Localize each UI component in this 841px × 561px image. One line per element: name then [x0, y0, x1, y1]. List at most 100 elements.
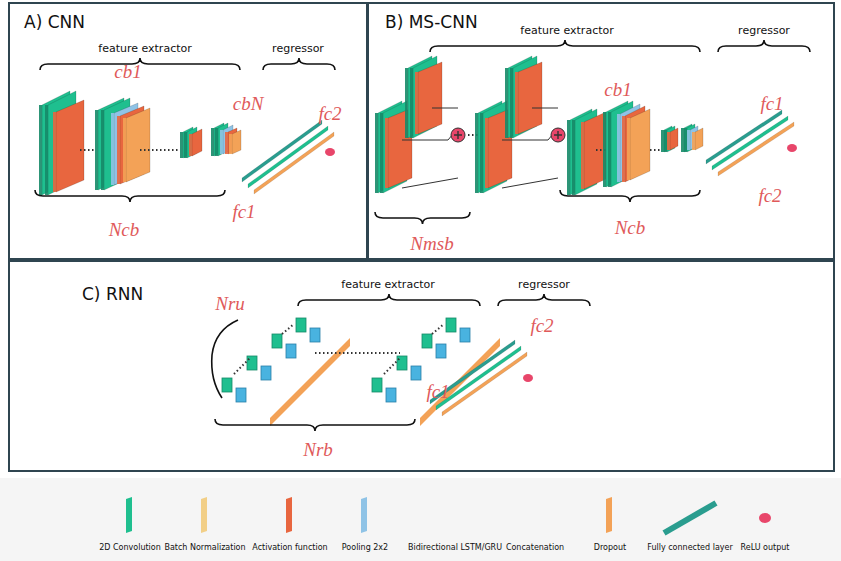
symbol-label: Nrb — [303, 439, 333, 461]
dotted-line — [80, 149, 95, 151]
fc-bar — [248, 126, 328, 188]
panel-heading: B) MS-CNN — [385, 12, 478, 32]
section-label: regressor — [518, 278, 570, 291]
network-panel: C) RNN — [8, 260, 835, 472]
dotted-line — [384, 358, 400, 374]
dotted-line — [234, 358, 250, 374]
dropout-bar — [270, 338, 350, 426]
brace — [298, 294, 480, 306]
gru-cell — [436, 344, 446, 358]
legend-text: Fully connected layer — [647, 543, 732, 552]
panel-heading: A) CNN — [24, 12, 85, 32]
dotted-line — [315, 352, 400, 354]
layer-sheet — [126, 108, 150, 182]
legend-text: Bidirectional LSTM/GRU — [408, 543, 502, 552]
layer-edge — [220, 130, 223, 154]
legend-swatch — [606, 497, 612, 533]
symbol-label: fc2 — [530, 315, 553, 337]
layer-edge — [405, 68, 408, 138]
layer-edge — [385, 118, 388, 188]
brace — [718, 40, 810, 52]
layer-edge — [485, 118, 488, 188]
layer-edge — [111, 113, 114, 185]
layer-sheet — [192, 129, 202, 156]
dotted-line — [140, 149, 180, 151]
panel-heading: C) RNN — [82, 284, 143, 304]
layer-edge — [184, 132, 187, 158]
lstm-cell — [422, 334, 432, 348]
layer-edge — [415, 72, 418, 134]
fc-bar — [254, 132, 334, 194]
legend-text: ReLU output — [741, 543, 790, 552]
gru-cell — [460, 328, 470, 342]
layer-edge — [101, 110, 104, 190]
fc-bar — [442, 352, 527, 416]
layer-edge — [215, 128, 218, 156]
symbol-label: Ncb — [109, 219, 140, 241]
layer-edge — [664, 130, 667, 152]
lstm-cell — [296, 318, 306, 332]
layer-edge — [211, 128, 214, 156]
symbol-label: Nru — [215, 293, 245, 315]
relu-dot — [325, 148, 335, 156]
legend-swatch — [361, 497, 367, 533]
section-label: regressor — [272, 42, 324, 55]
brace — [212, 320, 238, 398]
legend-text: 2D Convolution — [99, 543, 161, 552]
gru-cell — [310, 328, 320, 342]
layer-edge — [681, 128, 684, 152]
legend-text: Pooling 2x2 — [342, 543, 388, 552]
symbol-label: cbN — [233, 93, 264, 115]
layer-edge — [603, 112, 606, 187]
layer-edge — [480, 113, 483, 193]
gru-cell — [286, 344, 296, 358]
network-panel: A) CNN — [8, 2, 368, 260]
layer-edge — [692, 132, 695, 150]
legend-text: Activation function — [252, 543, 327, 552]
layer-edge — [510, 68, 513, 138]
layer-edge — [617, 114, 620, 182]
layer-edge — [515, 72, 518, 134]
layer-edge — [687, 130, 690, 150]
concat-symbol — [551, 128, 565, 142]
brace — [215, 419, 415, 431]
symbol-label: Ncb — [615, 217, 646, 239]
layer-edge — [627, 118, 630, 180]
dotted-line — [282, 324, 294, 334]
layer-edge — [667, 132, 670, 150]
layer-edge — [95, 110, 98, 190]
fc-bar — [712, 116, 788, 170]
gru-cell — [386, 388, 396, 402]
layer-edge — [684, 128, 687, 152]
legend-swatch — [201, 497, 207, 533]
brace — [263, 58, 335, 70]
legend-swatch — [759, 513, 771, 523]
layer-edge — [505, 68, 508, 138]
layer-edge — [117, 116, 120, 184]
gru-cell — [411, 366, 421, 380]
legend-swatch — [126, 497, 132, 533]
symbol-label: Nmsb — [410, 233, 453, 255]
layer-edge — [608, 112, 611, 187]
legend-text: Dropout — [594, 543, 626, 552]
legend-swatch — [286, 497, 292, 533]
dotted-line — [650, 149, 660, 151]
lstm-cell — [446, 318, 456, 332]
symbol-label: fc1 — [426, 381, 449, 403]
lstm-cell — [222, 378, 232, 392]
symbol-label: fc1 — [760, 93, 783, 115]
concat-symbol — [451, 128, 465, 142]
layer-edge — [39, 105, 42, 195]
layer-sheet — [670, 128, 678, 150]
layer-edge — [572, 120, 575, 195]
network-panel: B) MS-CNN — [367, 2, 835, 260]
symbol-label: fc2 — [318, 103, 341, 125]
symbol-label: cb1 — [114, 61, 141, 83]
gru-cell — [236, 388, 246, 402]
layer-sheet — [630, 109, 650, 180]
layer-sheet — [584, 112, 606, 189]
layer-edge — [410, 68, 413, 138]
layer-edge — [225, 132, 228, 154]
layer-edge — [53, 112, 56, 192]
layer-edge — [661, 130, 664, 152]
